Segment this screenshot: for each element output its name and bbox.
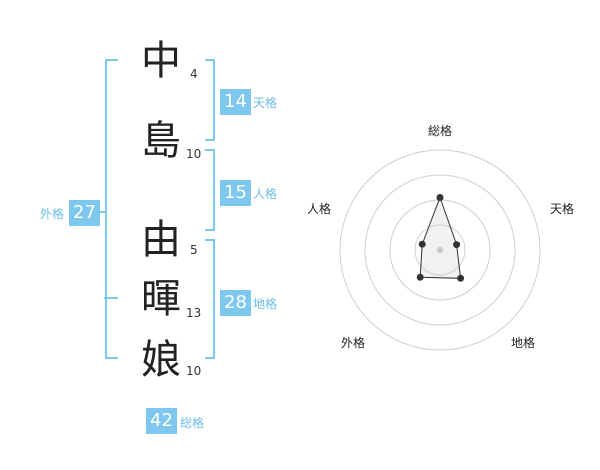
radar-point-4 [416,273,424,281]
stroke-count-1: 4 [190,67,198,81]
radar-label-tenkaku: 天格 [550,202,575,216]
jinkaku-label: 人格 [253,187,278,201]
name-char-2: 島 [141,118,181,164]
name-char-3: 由 [141,217,181,263]
stroke-count-4: 13 [186,306,202,320]
radar-polygon [419,196,462,279]
chikaku-label: 地格 [253,297,278,311]
gaikaku-label: 外格 [40,207,65,221]
name-char-5: 娘 [141,337,181,383]
gaikaku-value: 27 [69,200,100,226]
radar-label-gaikaku: 外格 [341,336,366,350]
tenkaku-value: 14 [220,89,251,115]
gaikaku-bracket [105,59,118,359]
tenkaku-bracket [205,59,215,141]
radar-ring-4 [339,149,541,351]
name-char-4: 暉 [141,276,181,322]
radar-ring-1 [414,224,466,276]
soukaku-label: 総格 [180,416,205,430]
radar-point-2 [453,241,461,249]
chikaku-bracket [205,239,215,359]
radar-point-1 [436,194,444,201]
radar-label-jinkaku: 人格 [307,202,332,216]
chikaku-value: 28 [220,290,251,316]
tenkaku-label: 天格 [253,96,278,110]
radar-label-soukaku: 総格 [428,124,453,138]
jinkaku-bracket [205,149,215,231]
stroke-count-2: 10 [186,147,202,161]
radar-point-5 [418,240,426,248]
radar-point-3 [457,274,465,282]
radar-center-dot [437,247,443,253]
stroke-count-3: 5 [190,243,198,257]
radar-label-chikaku: 地格 [511,336,536,350]
stroke-count-5: 10 [186,364,202,378]
name-char-1: 中 [141,38,181,84]
jinkaku-value: 15 [220,180,251,206]
radar-ring-3 [364,174,516,326]
soukaku-value: 42 [146,408,177,434]
